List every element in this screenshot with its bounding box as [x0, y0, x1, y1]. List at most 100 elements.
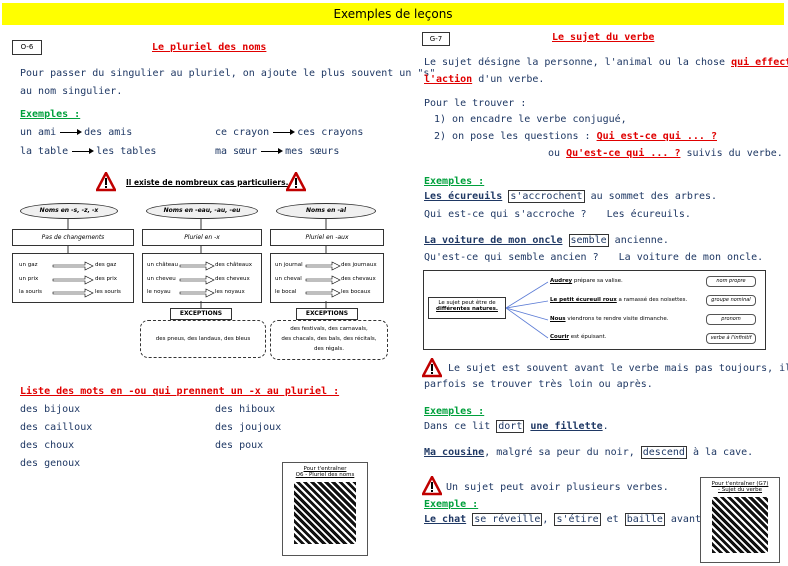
nature-type: groupe nominal — [706, 295, 756, 306]
qr-code-icon — [712, 497, 768, 553]
example-row: la table les tables — [20, 146, 156, 157]
arrow-icon — [305, 261, 341, 298]
example-question: Qui est-ce qui s'accroche ? Les écureuil… — [424, 209, 691, 220]
examples-label: Exemples : — [20, 109, 81, 120]
word-plural: des châteaux — [215, 262, 253, 268]
subject-nature-diagram: Le sujet peut être de différentes nature… — [423, 270, 766, 350]
arrow-icon — [261, 147, 284, 154]
nature-text: différentes natures. — [436, 306, 498, 312]
warning-text: Un sujet peut avoir plusieurs verbes. — [446, 482, 669, 493]
list-item: des joujoux — [215, 422, 282, 433]
exceptions-box: des festivals, des carnavals, des chacal… — [270, 320, 388, 360]
exceptions-text: des pneus, des landaus, des bleus — [155, 336, 251, 342]
qr-caption: Pour t'entraîner (G7) — [711, 481, 769, 487]
arrow-icon — [52, 261, 94, 298]
rule-box: Pluriel en -x — [142, 229, 262, 246]
nature-text: Le sujet peut être de — [438, 300, 496, 306]
examples-box: un journal des journaux un cheval des ch… — [270, 253, 384, 303]
arrow-icon — [179, 261, 215, 298]
example-label: Exemple : — [424, 499, 479, 510]
subject: La voiture de mon oncle — [424, 235, 563, 246]
list-item: des cailloux — [20, 422, 93, 433]
intro-text-line1: Pour passer du singulier au pluriel, on … — [20, 68, 436, 79]
word-plural: des gaz — [95, 262, 117, 268]
examples-label: Exemples : — [424, 176, 485, 187]
lesson-code: G-7 — [422, 32, 450, 46]
nature-example: Audrey prépare sa valise. — [550, 278, 623, 284]
list-title: Liste des mots en -ou qui prennent un -x… — [20, 386, 340, 397]
example-sentence: Dans ce lit dort une fillette. — [424, 420, 609, 433]
word-singular: le bocal — [275, 289, 297, 295]
qr-card[interactable]: Pour t'entraîner (G7) - Sujet du verbe — [700, 477, 780, 563]
rule-box: Pluriel en -aux — [270, 229, 384, 246]
subject: une fillette — [530, 421, 603, 432]
question-1: Qui est-ce qui ... ? — [596, 131, 717, 142]
qr-caption: - Sujet du verbe — [717, 487, 763, 493]
example-plural: des amis — [84, 127, 133, 138]
sentence-rest: au sommet des arbres. — [590, 191, 718, 202]
subject: Les écureuils — [424, 191, 503, 202]
warning-icon — [96, 172, 116, 192]
word-plural: des prix — [95, 276, 118, 282]
example-singular: la table — [20, 146, 69, 157]
example-sentence: La voiture de mon oncle semble ancienne. — [424, 234, 669, 247]
qr-caption: Pour t'entraîner — [303, 466, 347, 472]
word-plural: des journaux — [341, 262, 377, 268]
verb-box: se réveille — [472, 513, 543, 526]
subject: Ma cousine — [424, 447, 485, 458]
warning-icon — [286, 172, 306, 192]
verb-box: baille — [624, 513, 665, 526]
or-text: ou — [548, 148, 561, 159]
answer-text: La voiture de mon oncle. — [618, 252, 764, 263]
step-2-continued: ou Qu'est-ce qui ... ? suivis du verbe. — [548, 148, 783, 159]
subject: Le chat — [424, 514, 467, 525]
verb-box: s'accrochent — [508, 190, 585, 203]
verb-box: dort — [496, 420, 525, 433]
nature-example: Courir est épuisant. — [550, 334, 607, 340]
word-singular: un journal — [275, 262, 303, 268]
nature-type: nom propre — [706, 276, 756, 287]
step-1: 1) on encadre le verbe conjugué, — [434, 114, 627, 125]
nature-example: Nous viendrons te rendre visite dimanche… — [550, 316, 669, 322]
intro-text-line2: au nom singulier. — [20, 86, 123, 97]
word-singular: un château — [147, 262, 178, 268]
arrow-icon — [273, 128, 296, 135]
sentence-end: . — [602, 421, 609, 432]
connector-lines — [506, 281, 549, 339]
word-plural: les noyaux — [215, 289, 245, 295]
word-singular: le noyau — [147, 289, 171, 295]
find-label: Pour le trouver : — [424, 98, 527, 109]
list-item: des poux — [215, 440, 264, 451]
example-plural: mes sœurs — [285, 146, 340, 157]
example-singular: un ami — [20, 127, 57, 138]
word-plural: les bocaux — [341, 289, 371, 295]
step-2: 2) on pose les questions : Qui est-ce qu… — [434, 131, 717, 142]
sentence-rest: à la cave. — [692, 447, 754, 458]
list-item: des bijoux — [20, 404, 81, 415]
examples-box: un gaz des gaz un prix des prix la souri… — [12, 253, 134, 303]
step-2-text: 2) on pose les questions : — [434, 131, 591, 142]
exceptions-text: des festivals, des carnavals, — [290, 326, 368, 332]
list-item: des choux — [20, 440, 75, 451]
sentence-rest: ancienne. — [614, 235, 669, 246]
verb-box: s'étire — [554, 513, 601, 526]
nature-type: pronom — [706, 314, 756, 325]
exceptions-text: des chacals, des bals, des récitals, — [281, 336, 377, 342]
exceptions-label: EXCEPTIONS — [170, 308, 232, 320]
rule-oval: Noms en -s, -z, -x — [20, 203, 118, 219]
qr-card[interactable]: Pour t'entraîner O6 - Pluriel des noms — [282, 462, 368, 556]
nature-box: Le sujet peut être de différentes nature… — [428, 297, 506, 319]
question-text: Qui est-ce qui s'accroche ? — [424, 209, 587, 220]
example-singular: ma sœur — [215, 146, 258, 157]
example-sentence: Ma cousine, malgré sa peur du noir, desc… — [424, 446, 754, 459]
word-plural: des cheveux — [215, 276, 250, 282]
word-plural: des chevaux — [341, 276, 376, 282]
word-plural: les souris — [95, 289, 121, 295]
and-text: et — [606, 514, 619, 525]
question-2: Qu'est-ce qui ... ? — [566, 148, 681, 159]
lesson-title: Le sujet du verbe — [552, 32, 655, 43]
example-plural: les tables — [96, 146, 157, 157]
list-item: des genoux — [20, 458, 81, 469]
example-plural: ces crayons — [297, 127, 364, 138]
